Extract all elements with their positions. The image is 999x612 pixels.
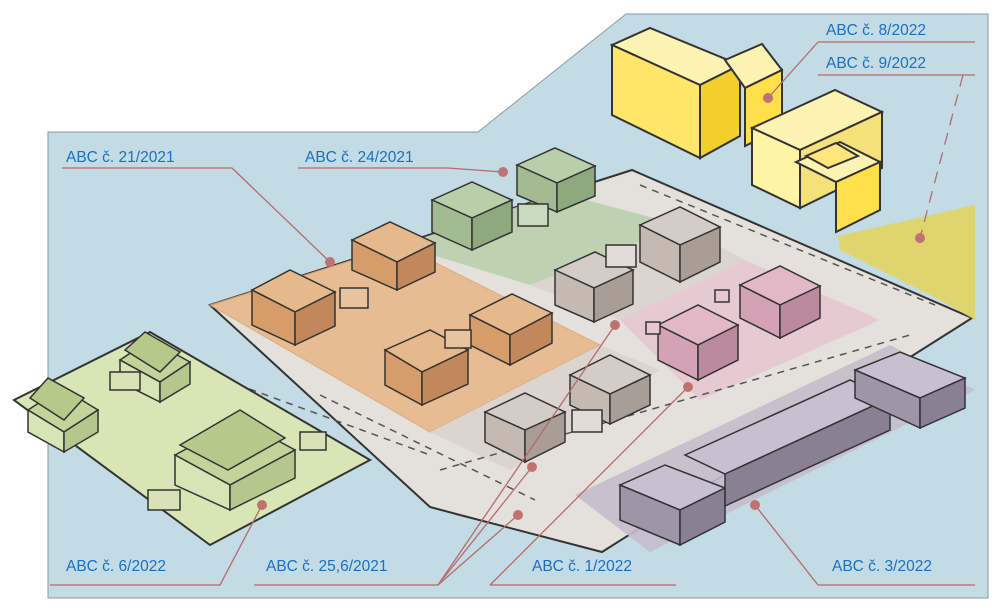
label-abc-24-2021: ABC č. 24/2021 xyxy=(305,149,414,166)
leader-dots xyxy=(257,93,925,520)
label-abc-3-2022: ABC č. 3/2022 xyxy=(832,558,932,575)
label-abc-25-6-2021: ABC č. 25,6/2021 xyxy=(266,558,388,575)
label-abc-21-2021: ABC č. 21/2021 xyxy=(66,149,175,166)
buildings-3-2022 xyxy=(618,351,967,547)
houses-6-2022 xyxy=(26,331,327,512)
buildings-1-2022 xyxy=(645,265,822,382)
label-abc-6-2022: ABC č. 6/2022 xyxy=(66,558,166,575)
buildings-yellow xyxy=(609,26,885,234)
label-abc-8-2022: ABC č. 8/2022 xyxy=(826,22,926,39)
zone-9-2022 xyxy=(838,205,975,320)
label-abc-1-2022: ABC č. 1/2022 xyxy=(532,558,632,575)
buildings-25-6-2021 xyxy=(483,206,722,464)
buildings-24-2021 xyxy=(430,147,597,252)
zone-24-2021 xyxy=(400,193,680,285)
leader-lines xyxy=(50,41,975,586)
label-abc-9-2022: ABC č. 9/2022 xyxy=(826,55,926,72)
buildings-21-2021 xyxy=(250,221,554,407)
